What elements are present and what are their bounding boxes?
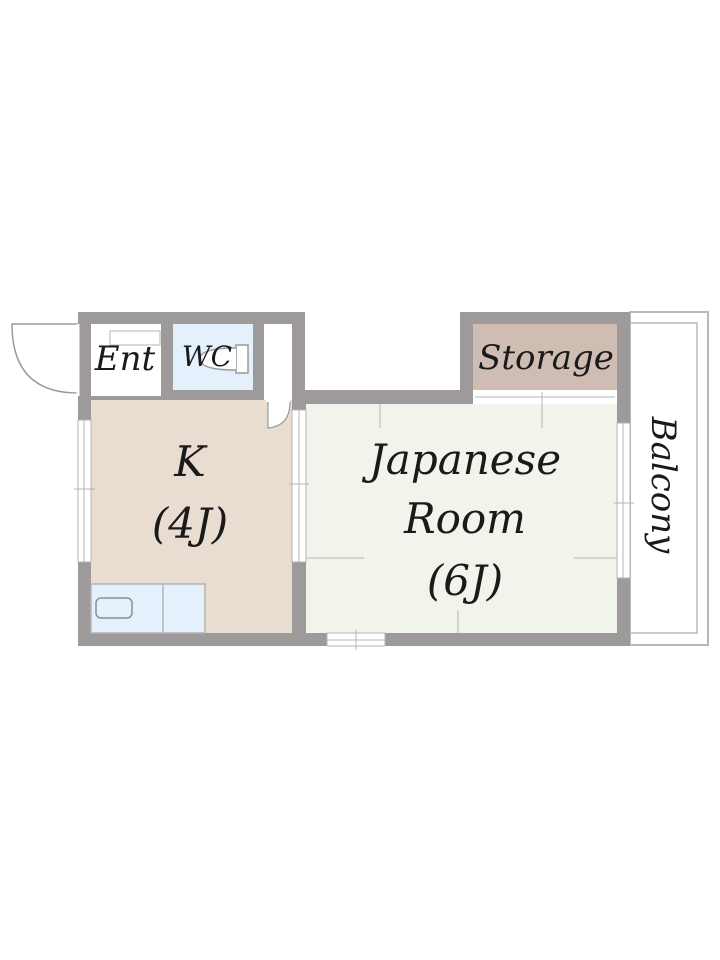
entrance-door	[11, 323, 80, 396]
kitchen-counter	[90, 583, 206, 634]
storage-floor	[473, 324, 617, 390]
wc-label: WC	[182, 340, 232, 373]
sink-icon	[95, 597, 133, 619]
balcony-label: Balcony	[643, 416, 683, 555]
storage-label: Storage	[478, 338, 614, 378]
kitchen-size: (4J)	[152, 499, 228, 548]
japanese-room-label-line1: Japanese	[361, 435, 561, 484]
entrance-label: Ent	[94, 339, 156, 379]
japanese-room-label-line2: Room	[403, 494, 526, 543]
toilet-icon	[199, 344, 249, 374]
japanese-room-floor	[306, 404, 617, 633]
japanese-room-size: (6J)	[427, 556, 503, 605]
shoe-cabinet	[109, 330, 161, 346]
windows	[74, 409, 634, 650]
balcony	[629, 311, 709, 646]
kitchen-label: K	[173, 437, 208, 486]
closet-floor	[264, 324, 292, 402]
closet-door	[266, 390, 291, 429]
tatami-lines	[306, 392, 617, 633]
